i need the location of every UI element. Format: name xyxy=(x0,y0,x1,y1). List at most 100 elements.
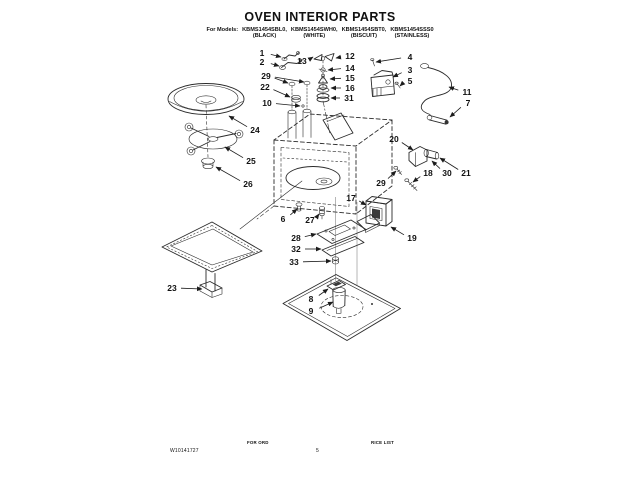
models-line: For Models: KBMS1454SBL0, (BLACK) KBMS14… xyxy=(0,27,640,39)
model-finish: (BISCUIT) xyxy=(350,33,377,39)
lamp-assembly xyxy=(408,146,440,167)
callout-label-31: 31 xyxy=(344,93,354,103)
callout-arrow-14 xyxy=(327,67,342,72)
shaft-nut xyxy=(332,256,339,265)
grommet xyxy=(295,202,303,212)
callout-arrow-9 xyxy=(319,301,334,309)
turntable-motor xyxy=(326,279,346,314)
callout-arrow-15 xyxy=(329,76,342,82)
callout-arrow-8 xyxy=(318,288,329,296)
callout-arrow-4 xyxy=(375,57,402,64)
callout-arrow-28 xyxy=(304,232,317,238)
base-plate xyxy=(282,274,401,341)
callout-arrow-26 xyxy=(215,166,241,182)
callout-label-5: 5 xyxy=(408,76,413,86)
callout-label-30: 30 xyxy=(442,168,452,178)
document-number: W10141727 xyxy=(170,448,199,454)
callout-arrow-22 xyxy=(273,89,291,98)
callout-arrow-33 xyxy=(302,258,332,264)
callout-arrow-27 xyxy=(314,213,320,220)
callout-arrow-3 xyxy=(392,72,402,78)
callout-arrow-30 xyxy=(431,160,441,169)
callout-arrow-29 xyxy=(274,76,305,84)
footer-left-text: FOR ORD xyxy=(247,440,269,445)
callout-label-27: 27 xyxy=(305,215,315,225)
top-clips xyxy=(279,51,303,70)
callout-label-25: 25 xyxy=(246,156,256,166)
callout-arrow-23 xyxy=(180,286,203,292)
stirrer-motor xyxy=(370,58,401,97)
model-entry: KBMS1454SWH0, (WHITE) xyxy=(291,27,338,39)
wire-rack xyxy=(161,180,303,298)
callout-label-3: 3 xyxy=(408,65,413,75)
callout-label-32: 32 xyxy=(291,244,301,254)
callout-arrow-21 xyxy=(439,157,459,170)
turntable-coupler xyxy=(201,157,215,170)
page-title: OVEN INTERIOR PARTS xyxy=(244,10,396,24)
callout-label-7: 7 xyxy=(466,98,471,108)
callout-label-21: 21 xyxy=(461,168,471,178)
oven-cavity xyxy=(256,100,393,220)
model-finish: (BLACK) xyxy=(252,33,277,39)
callout-arrow-25 xyxy=(224,146,244,159)
stirrer-shaft-parts xyxy=(316,60,330,103)
cover-plate xyxy=(321,236,365,257)
page-header: OVEN INTERIOR PARTS For Models: KBMS1454… xyxy=(0,10,640,39)
callout-label-23: 23 xyxy=(167,283,177,293)
turntable-roller-support xyxy=(184,104,244,158)
callout-label-2: 2 xyxy=(260,57,265,67)
standoff xyxy=(319,206,325,220)
screw-right xyxy=(393,166,402,175)
callout-label-10: 10 xyxy=(262,98,272,108)
lamp-housing xyxy=(356,196,393,233)
callout-arrow-19 xyxy=(390,226,405,236)
model-name: KBMS1454SWH0, xyxy=(290,27,338,33)
model-name: KBMS1454SBT0, xyxy=(341,27,387,33)
model-entry: KBMS1454SBL0, (BLACK) xyxy=(242,27,287,39)
coupler-plate xyxy=(316,219,367,244)
callout-label-29: 29 xyxy=(261,71,271,81)
callout-arrow-2 xyxy=(270,62,280,67)
callout-arrow-11 xyxy=(448,86,459,91)
model-name: KBMS1454SBL0, xyxy=(242,27,287,33)
callout-label-15: 15 xyxy=(345,73,355,83)
model-name: KBMS1454SSS0 xyxy=(390,27,434,33)
model-entry: KBMS1454SSS0 (STAINLESS) xyxy=(390,27,433,39)
page-number: 5 xyxy=(316,448,319,454)
model-finish: (STAINLESS) xyxy=(394,33,430,39)
callout-label-24: 24 xyxy=(250,125,260,135)
model-finish: (WHITE) xyxy=(303,33,326,39)
turntable-tray xyxy=(167,83,245,115)
callout-arrow-12 xyxy=(335,54,342,60)
callout-label-26: 26 xyxy=(243,179,253,189)
callout-label-13: 13 xyxy=(297,56,307,66)
callout-arrow-6 xyxy=(290,208,298,216)
callout-label-6: 6 xyxy=(281,214,286,224)
callout-label-11: 11 xyxy=(463,87,472,97)
callout-arrow-13 xyxy=(307,56,314,62)
callout-label-17: 17 xyxy=(346,193,356,203)
callout-label-29: 29 xyxy=(376,178,386,188)
thermistor-cable xyxy=(420,63,452,125)
callout-label-16: 16 xyxy=(345,83,355,93)
callout-arrow-10 xyxy=(275,103,301,108)
callout-label-4: 4 xyxy=(408,52,413,62)
callout-label-1: 1 xyxy=(260,48,265,58)
callout-arrow-17 xyxy=(358,200,367,206)
callout-arrow-18 xyxy=(412,176,421,183)
callout-label-14: 14 xyxy=(345,63,355,73)
callout-label-28: 28 xyxy=(291,233,301,243)
callout-label-19: 19 xyxy=(407,233,417,243)
callout-arrow-7 xyxy=(449,107,462,118)
callout-label-33: 33 xyxy=(289,257,299,267)
model-entry: KBMS1454SBT0, (BISCUIT) xyxy=(342,27,387,39)
callout-arrow-24 xyxy=(228,115,248,128)
callout-arrow-1 xyxy=(270,53,282,59)
callout-arrow-29 xyxy=(274,77,289,84)
callout-arrow-20 xyxy=(401,142,414,151)
callout-arrow-5 xyxy=(399,80,406,87)
callout-label-18: 18 xyxy=(423,168,433,178)
